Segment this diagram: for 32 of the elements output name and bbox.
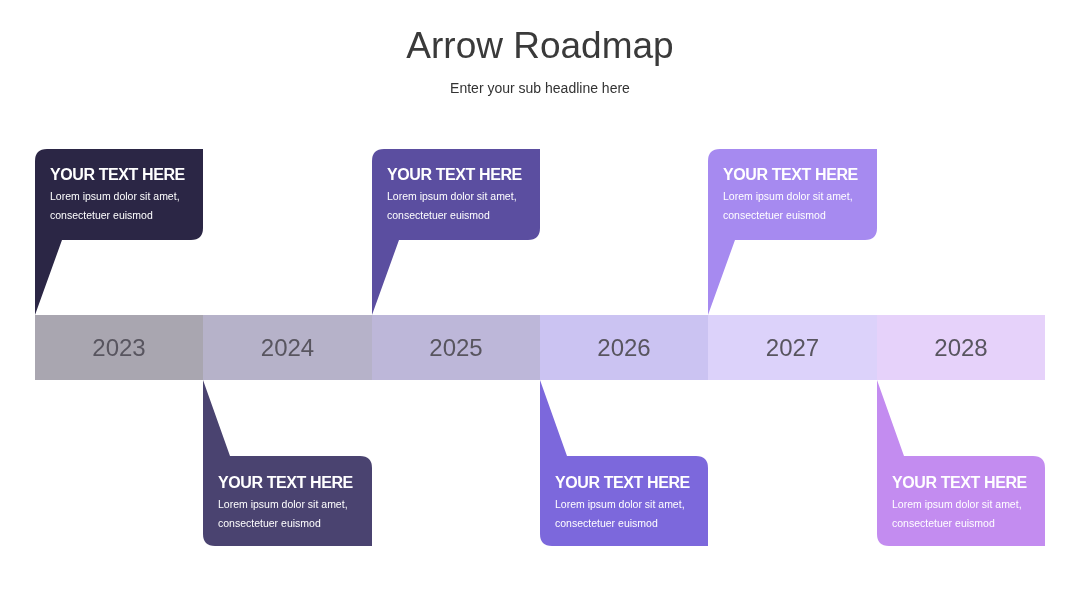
callout-heading: YOUR TEXT HERE — [892, 473, 1027, 493]
callout-text: Lorem ipsum dolor sit amet, consectetuer euismod — [555, 497, 686, 531]
timeline-segment — [877, 315, 1045, 380]
speech-bubble — [540, 380, 708, 546]
year-label: 2025 — [429, 333, 483, 362]
speech-bubble — [708, 149, 877, 315]
callout-text: Lorem ipsum dolor sit amet, consectetuer euismod — [50, 189, 181, 223]
title: Arrow Roadmap — [406, 25, 674, 66]
year-label: 2026 — [597, 333, 651, 362]
timeline-segment — [708, 315, 877, 380]
callout-text: Lorem ipsum dolor sit amet, consectetuer euismod — [723, 189, 854, 223]
timeline-segment — [540, 315, 708, 380]
year-label: 2023 — [92, 333, 146, 362]
year-label: 2027 — [765, 333, 820, 362]
timeline-segment — [372, 315, 540, 380]
year-label: 2024 — [260, 333, 315, 362]
timeline-segment — [203, 315, 372, 380]
speech-bubble — [35, 149, 203, 315]
subtitle: Enter your sub headline here — [450, 80, 630, 96]
speech-bubble — [203, 380, 372, 546]
callout-heading: YOUR TEXT HERE — [387, 165, 522, 185]
speech-bubble — [877, 380, 1045, 546]
year-label: 2028 — [934, 333, 988, 362]
callout-heading: YOUR TEXT HERE — [218, 473, 353, 493]
callout-heading: YOUR TEXT HERE — [50, 165, 185, 185]
timeline-segment — [35, 315, 203, 380]
callout-heading: YOUR TEXT HERE — [555, 473, 690, 493]
callout-text: Lorem ipsum dolor sit amet, consectetuer euismod — [218, 497, 349, 531]
speech-bubble — [372, 149, 540, 315]
callout-text: Lorem ipsum dolor sit amet, consectetuer euismod — [387, 189, 518, 223]
callout-heading: YOUR TEXT HERE — [723, 165, 858, 185]
callout-text: Lorem ipsum dolor sit amet, consectetuer euismod — [892, 497, 1023, 531]
